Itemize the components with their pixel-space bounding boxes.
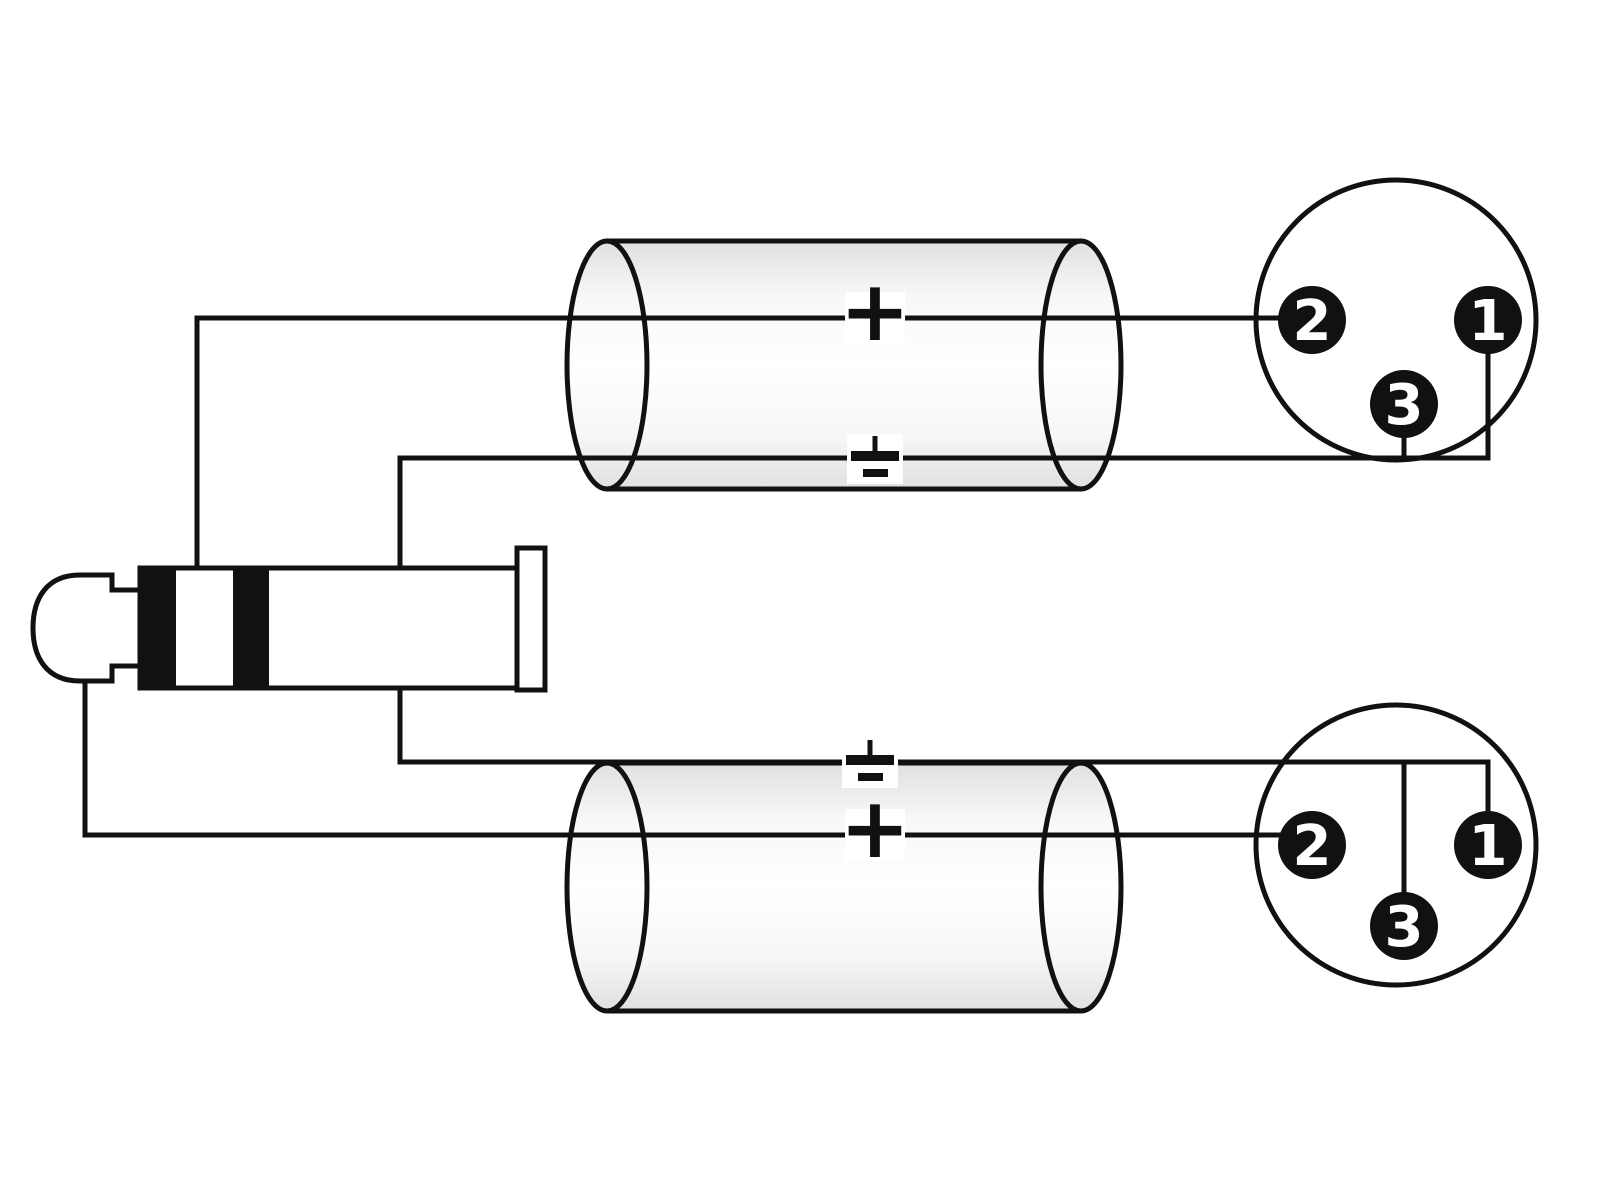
jack-body — [137, 565, 520, 691]
ground-symbol-bottom — [842, 738, 898, 788]
xlr-bottom-pin-2 — [1278, 811, 1346, 879]
cable-top-body — [607, 241, 1081, 489]
cable-top-left-cap — [564, 238, 650, 492]
cable-bottom-right-cap — [1038, 760, 1124, 1014]
jack-collar — [514, 545, 548, 693]
plus-symbol-bottom-glyph: + — [840, 779, 910, 877]
xlr-top-pin-2 — [1278, 286, 1346, 354]
cable-bottom-body — [607, 763, 1081, 1011]
xlr-top-pin-3-label: 3 — [1385, 373, 1424, 438]
xlr-top-pin-2-label: 2 — [1293, 289, 1332, 354]
cable-top-right-cap — [1038, 238, 1124, 492]
xlr-bottom-pin-3-label: 3 — [1385, 895, 1424, 960]
plus-symbol-top-backing — [845, 292, 905, 344]
xlr-bottom-pin-1 — [1454, 811, 1522, 879]
xlr-connector-top: 2 1 3 — [1278, 286, 1522, 438]
xlr-top-pin-3 — [1370, 370, 1438, 438]
xlr-shell-bottom — [1253, 702, 1539, 988]
jack-insulator-band-2 — [233, 568, 269, 688]
jack-insulator-band-1 — [140, 568, 176, 688]
jack-tip — [30, 572, 148, 684]
xlr-bottom-pin-2-label: 2 — [1293, 814, 1332, 879]
cable-bottom-left-cap — [564, 760, 650, 1014]
xlr-connector-bottom: 2 1 3 — [1278, 811, 1522, 960]
hot-wire-top — [194, 315, 1312, 568]
xlr-top-pin-1-label: 1 — [1469, 289, 1508, 354]
plus-symbol-top-glyph: + — [840, 262, 910, 360]
xlr-bottom-pin-3 — [1370, 892, 1438, 960]
ground-wire-bottom — [397, 688, 1491, 845]
ground-symbol-bottom-bar1 — [846, 755, 894, 765]
cable-bottom — [564, 760, 1124, 1014]
xlr-top-pin-1 — [1454, 286, 1522, 354]
trs-jack-plug — [30, 545, 548, 693]
plus-symbol-bottom-backing — [845, 809, 905, 861]
plus-symbol-bottom: + — [840, 779, 910, 877]
ground-symbol-top — [847, 434, 903, 484]
ground-symbol-top-bar2 — [863, 469, 888, 477]
xlr-bottom-pin-1-label: 1 — [1469, 814, 1508, 879]
plus-symbol-top: + — [840, 262, 910, 360]
cable-top — [564, 238, 1124, 492]
ground-symbol-top-bar1 — [851, 451, 899, 461]
ground-wire-top — [397, 320, 1491, 568]
ground-symbol-bottom-bar2 — [858, 773, 883, 781]
